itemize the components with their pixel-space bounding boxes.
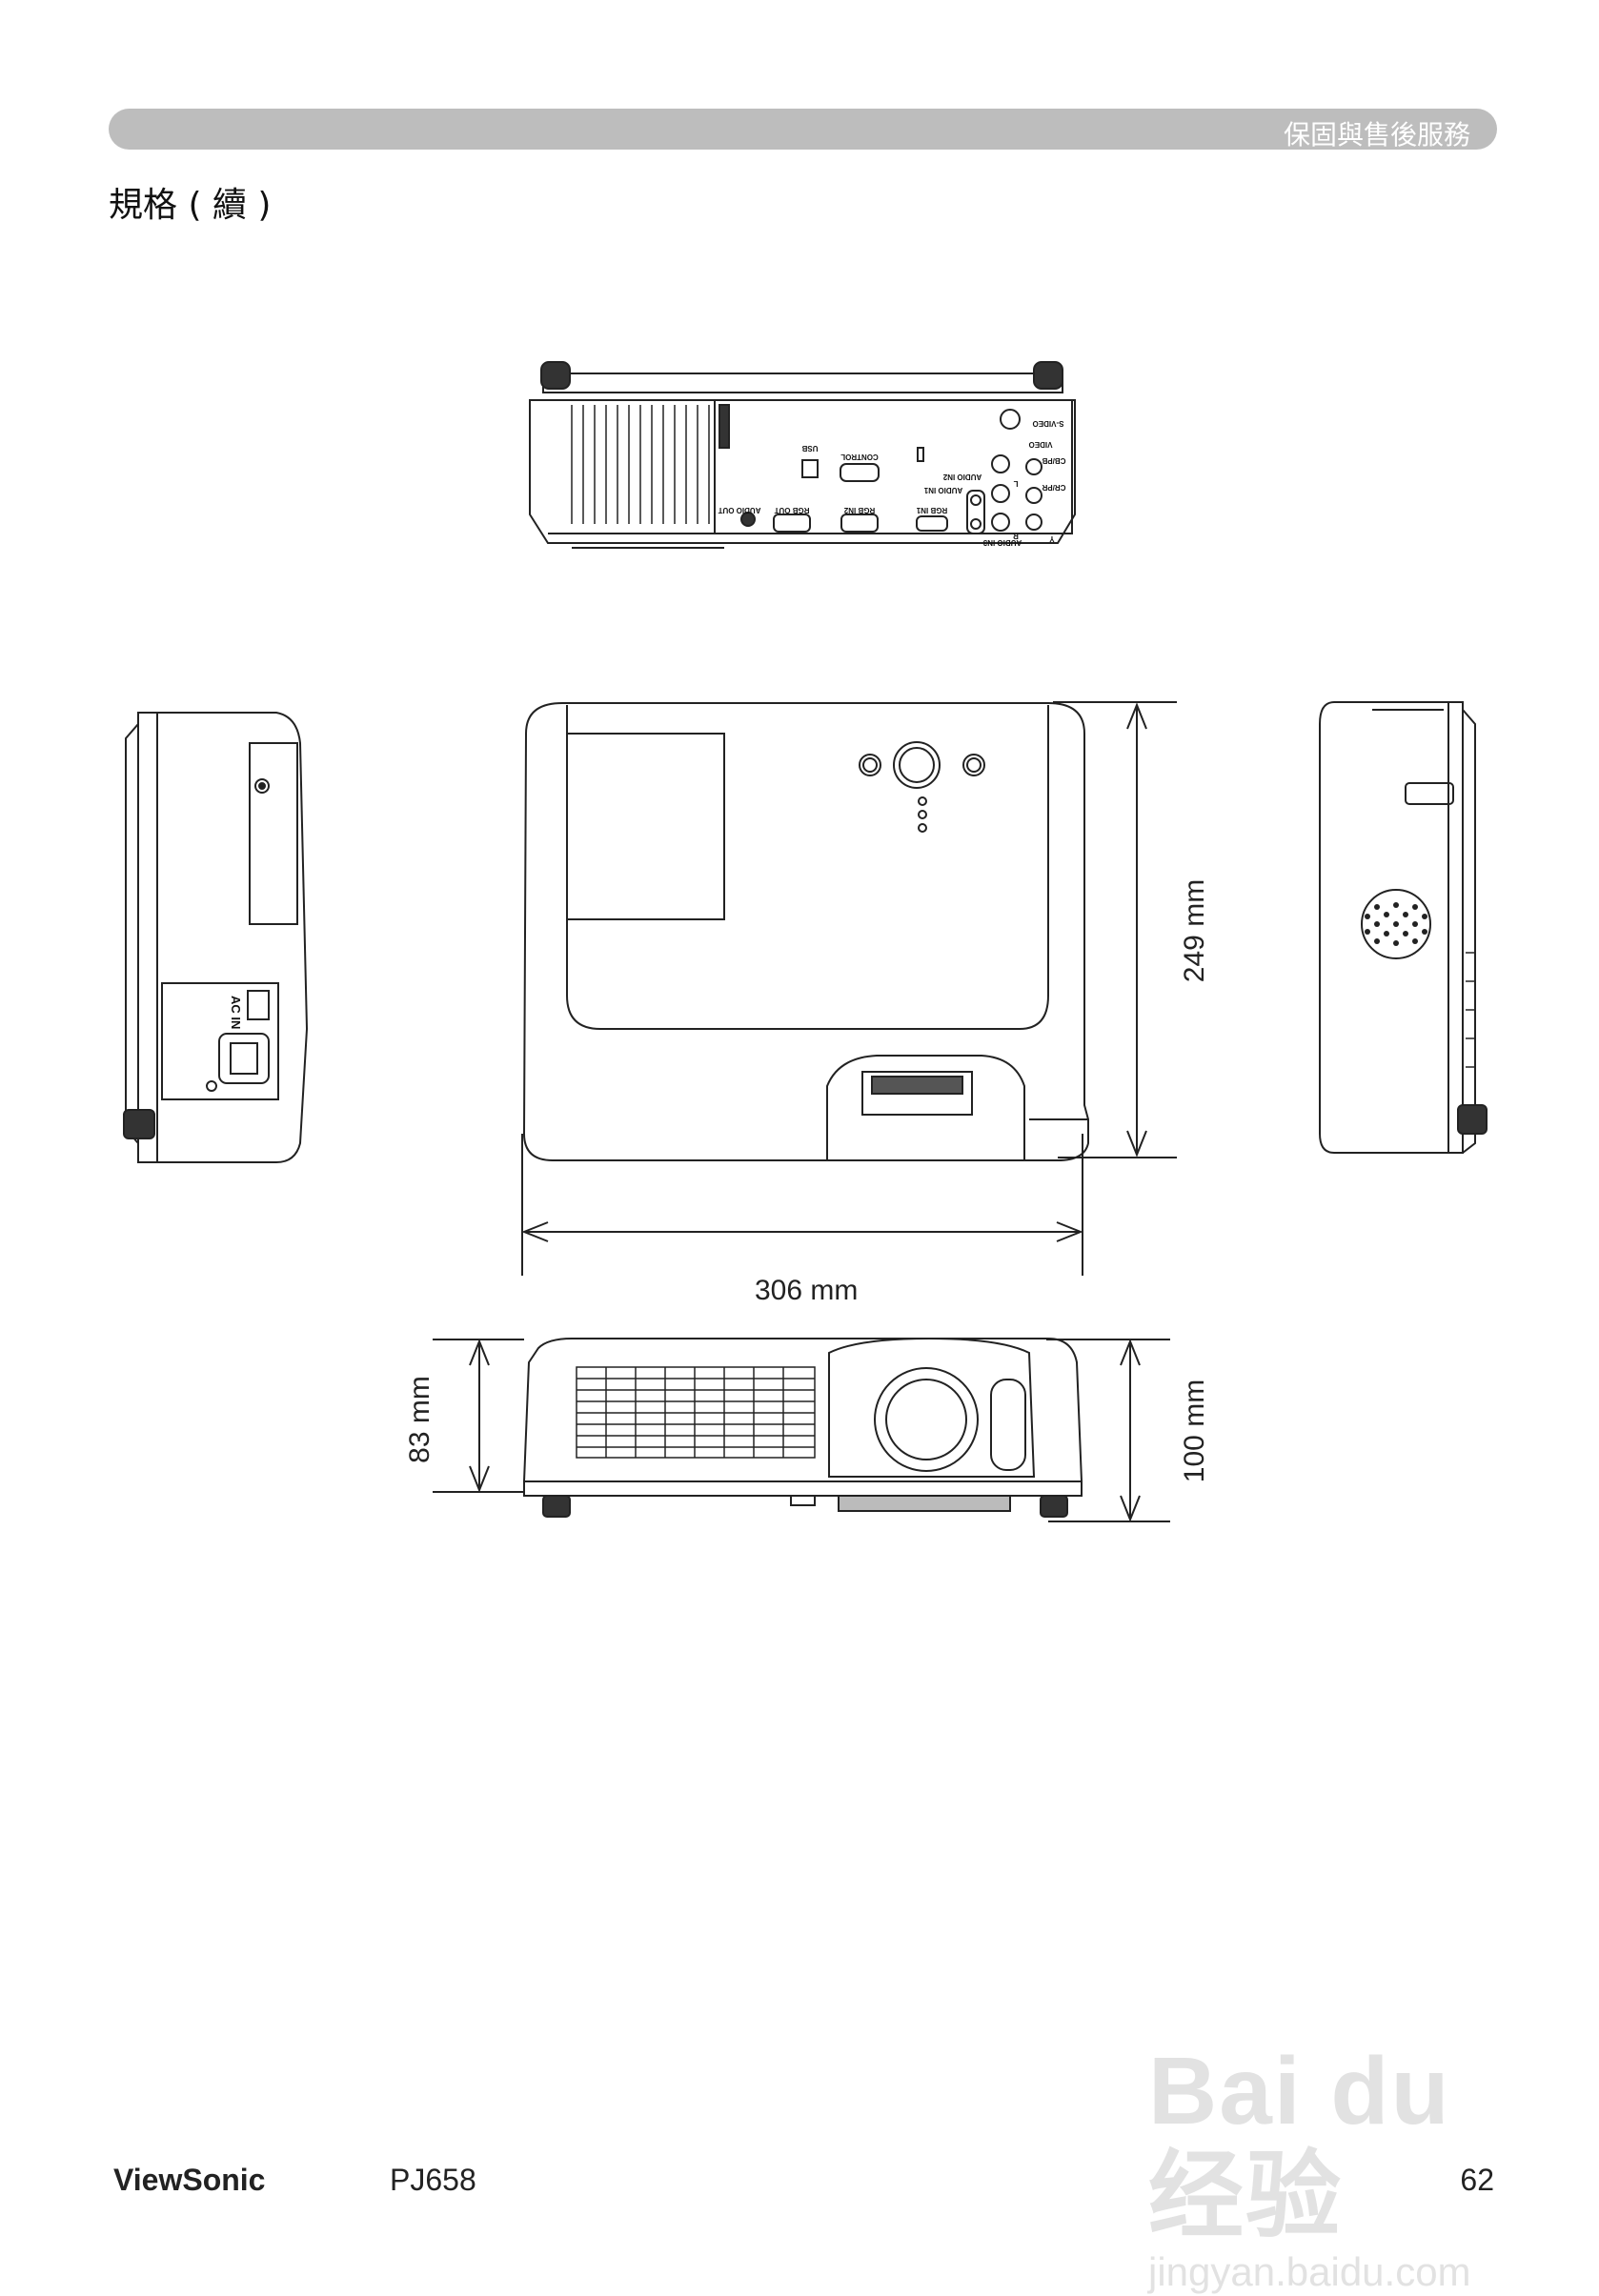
baidu-watermark: Bai du 经验 jingyan.baidu.com <box>1148 2039 1501 2294</box>
port-label-cb-pb: CB/PB <box>1042 456 1065 465</box>
left-side-view: AC IN <box>123 712 309 1163</box>
port-label-usb: USB <box>801 444 818 453</box>
rear-view: S-VIDEO VIDEO CB/PB CR/PR Y L R AUDIO IN… <box>529 361 1076 549</box>
watermark-logo: Bai du 经验 <box>1148 2038 1451 2249</box>
section-header-bar: 保固與售後服務 <box>109 109 1497 151</box>
top-view <box>522 702 1089 1161</box>
total-height-dimension-label: 100 mm <box>1179 1379 1211 1483</box>
port-label-y: Y <box>1049 534 1055 543</box>
port-label-s-video: S-VIDEO <box>1033 419 1064 428</box>
front-view <box>523 1337 1083 1518</box>
right-side-view <box>1319 701 1488 1154</box>
port-label-r: R <box>1013 532 1019 540</box>
port-label-audio-in2: AUDIO IN2 <box>942 473 982 481</box>
footer-model: PJ658 <box>390 2163 476 2197</box>
depth-dimension-label: 249 mm <box>1179 878 1211 983</box>
port-label-audio-in1: AUDIO IN1 <box>923 486 962 494</box>
port-label-control: CONTROL <box>840 453 879 461</box>
body-height-dimension-label: 83 mm <box>403 1376 435 1463</box>
dimension-lines <box>433 701 1177 1522</box>
port-label-cr-pr: CR/PR <box>1042 483 1065 492</box>
port-label-l: L <box>1013 479 1018 488</box>
port-label-rgb-out: RGB OUT <box>774 506 809 514</box>
ac-in-label: AC IN <box>229 996 243 1029</box>
port-label-rgb-in1: RGB IN1 <box>916 506 947 514</box>
port-label-audio-in3: AUDIO IN3 <box>982 538 1022 547</box>
width-dimension-label: 306 mm <box>755 1275 859 1306</box>
port-label-rgb-in2: RGB IN2 <box>843 506 875 514</box>
page-number: 62 <box>1460 2163 1494 2197</box>
footer-brand: ViewSonic <box>113 2163 266 2197</box>
watermark-url: jingyan.baidu.com <box>1148 2249 1471 2294</box>
port-label-audio-out: AUDIO OUT <box>718 506 760 514</box>
page-title: 規格 ( 續 ) <box>109 186 272 225</box>
port-label-video: VIDEO <box>1029 440 1053 449</box>
section-title: 保固與售後服務 <box>1283 119 1470 151</box>
